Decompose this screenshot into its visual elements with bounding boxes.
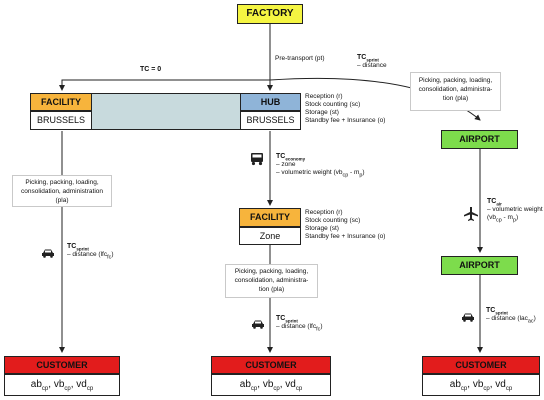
customer-middle-title: CUSTOMER — [211, 356, 331, 374]
pre-transport-label: Pre-transport (pt) — [275, 55, 325, 62]
zone-services-list: Reception (r) Stock counting (sc) Storag… — [305, 209, 386, 240]
customer-left-body: abcp, vbcp, vdcp — [4, 374, 120, 396]
airport-pla-note: Picking, packing, loading, consolidation… — [410, 72, 501, 111]
factory-box: FACTORY — [237, 4, 303, 24]
left-pla-note: Picking, packing, loading, consolidation… — [12, 175, 112, 207]
tc-zero-label: TC = 0 — [140, 66, 162, 73]
car-icon-right — [462, 313, 474, 322]
hub-brussels-city: BRUSSELS — [240, 111, 301, 130]
customer-middle-body: abcp, vbcp, vdcp — [211, 374, 331, 396]
airplane-icon — [464, 207, 478, 221]
tc-sprint-left: TCsprint – distance (lfcfc) — [67, 243, 114, 261]
tc-sprint-middle: TCsprint – distance (lfcfc) — [276, 315, 323, 333]
customer-left-title: CUSTOMER — [4, 356, 120, 374]
tc-zero-arrow — [59, 79, 270, 91]
tc-air: TCair – volumetric weight (vbcp - mp) — [487, 198, 543, 224]
tc-sprint-top: TCsprint – distance — [357, 54, 387, 70]
hub-brussels-title: HUB — [240, 93, 301, 111]
middle-pla-note: Picking, packing, loading, consolidation… — [225, 264, 318, 298]
truck-icon — [251, 153, 263, 166]
car-icon-middle — [252, 320, 264, 329]
facility-zone-body: Zone — [239, 227, 301, 245]
airport-bottom-box: AIRPORT — [441, 256, 518, 275]
customer-right-body: abcp, vbcp, vdcp — [422, 374, 540, 396]
facility-brussels-city: BRUSSELS — [30, 111, 92, 130]
tc-sprint-right: TCsprint – distance (lacac) — [486, 307, 536, 325]
car-icon-left — [42, 249, 54, 258]
tc-economy: TCeconomy – zone – volumetric weight (vb… — [276, 153, 365, 179]
hub-services-list: Reception (r) Stock counting (sc) Storag… — [305, 93, 386, 124]
facility-brussels-title: FACILITY — [30, 93, 92, 111]
facility-zone-title: FACILITY — [239, 208, 301, 227]
airport-top-box: AIRPORT — [441, 130, 518, 149]
brussels-connector — [91, 93, 241, 130]
customer-right-title: CUSTOMER — [422, 356, 540, 374]
